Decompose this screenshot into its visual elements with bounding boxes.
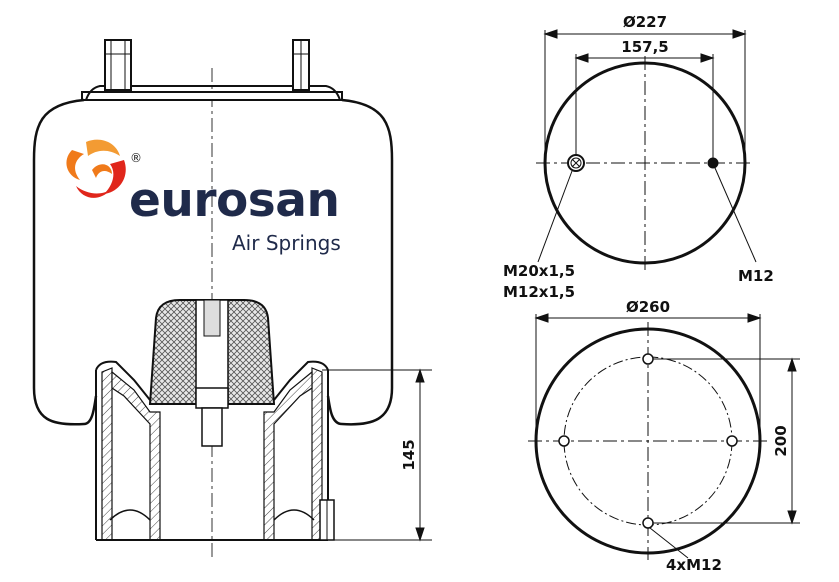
mount-hole-right-icon xyxy=(726,435,738,447)
top-stud-right xyxy=(292,39,310,91)
bottom-diameter-dimension xyxy=(534,313,762,441)
stud-hole-icon xyxy=(707,157,719,169)
port-thread-label-2: M12x1,5 xyxy=(503,283,575,301)
top-stud-left xyxy=(104,39,132,91)
hole-spacing-dimension xyxy=(653,357,800,525)
top-view xyxy=(536,29,757,270)
bottom-view xyxy=(528,313,800,560)
holes-thread-label: 4xM12 xyxy=(666,556,722,574)
port-leader-line xyxy=(537,170,573,263)
stud-leader-line xyxy=(714,167,757,263)
eurosan-logo: ® eurosan Air Springs xyxy=(66,139,341,255)
mount-hole-top-icon xyxy=(642,353,654,365)
registered-mark: ® xyxy=(130,151,142,165)
bellows-outline xyxy=(32,98,394,426)
piston-height-dimension xyxy=(322,368,432,542)
brand-tagline: Air Springs xyxy=(232,231,341,255)
stud-thread-label: M12 xyxy=(738,267,774,285)
top-bolt-spacing-label: 157,5 xyxy=(621,38,668,56)
mount-hole-bottom-icon xyxy=(642,517,654,529)
piston-wall-left xyxy=(101,367,113,541)
holes-leader-line xyxy=(649,527,689,559)
top-diameter-label: Ø227 xyxy=(623,13,667,31)
top-bead-plate xyxy=(81,91,343,101)
top-bolt-spacing-dimension xyxy=(574,53,715,163)
top-diameter-dimension xyxy=(543,29,747,163)
air-port-icon xyxy=(567,154,585,172)
mount-hole-left-icon xyxy=(558,435,570,447)
bottom-stud xyxy=(319,499,335,541)
brand-name: eurosan xyxy=(129,173,339,228)
center-bolt xyxy=(195,387,229,447)
port-thread-label-1: M20x1,5 xyxy=(503,262,575,280)
bottom-diameter-label: Ø260 xyxy=(626,298,670,316)
section-view xyxy=(32,39,432,560)
logo-swirl-icon xyxy=(66,139,126,198)
hole-spacing-label: 200 xyxy=(772,425,790,456)
piston-height-label: 145 xyxy=(400,439,418,470)
